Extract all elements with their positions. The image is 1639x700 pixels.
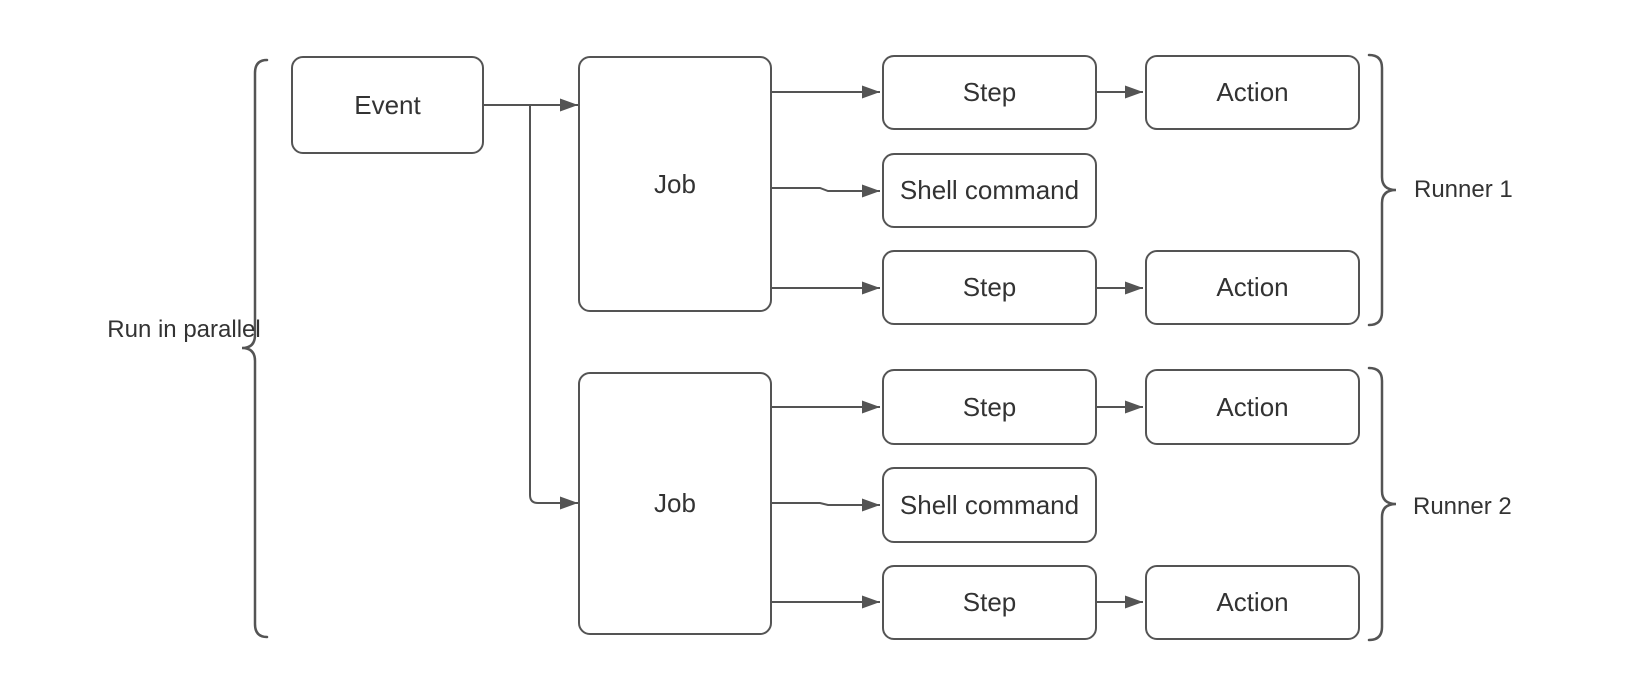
runner-2-brace bbox=[1367, 366, 1397, 642]
runner2-action-top-node: Action bbox=[1145, 369, 1360, 445]
arrow-job2-to-shell bbox=[772, 498, 880, 512]
runner1-step-bottom-node: Step bbox=[882, 250, 1097, 325]
runner2-step-bottom-node: Step bbox=[882, 565, 1097, 640]
runner1-action-bottom-node: Action bbox=[1145, 250, 1360, 325]
runner-1-label: Runner 1 bbox=[1414, 176, 1513, 203]
run-in-parallel-label: Run in parallel bbox=[107, 316, 261, 343]
event-node: Event bbox=[291, 56, 484, 154]
runner1-step-top-node: Step bbox=[882, 55, 1097, 130]
runner2-action-bottom-node: Action bbox=[1145, 565, 1360, 640]
runner-2-label: Runner 2 bbox=[1413, 493, 1512, 520]
runner1-action-top-node: Action bbox=[1145, 55, 1360, 130]
runner2-step-top-node: Step bbox=[882, 369, 1097, 445]
job-2-node: Job bbox=[578, 372, 772, 635]
runner-1-brace bbox=[1367, 53, 1397, 327]
runner1-shell-command-node: Shell command bbox=[882, 153, 1097, 228]
arrow-job1-to-shell bbox=[772, 184, 880, 198]
run-in-parallel-brace bbox=[241, 58, 269, 639]
runner2-shell-command-node: Shell command bbox=[882, 467, 1097, 543]
arrow-event-to-job2 bbox=[529, 105, 578, 510]
job-1-node: Job bbox=[578, 56, 772, 312]
